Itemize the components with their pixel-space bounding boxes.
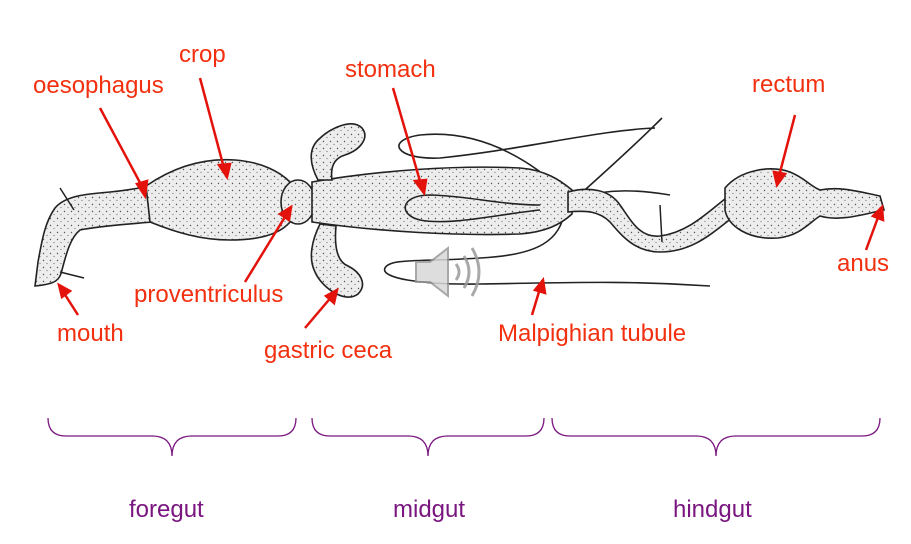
speaker-icon <box>415 245 481 299</box>
proventriculus-label: proventriculus <box>134 281 284 308</box>
midgut-brace <box>311 417 545 457</box>
body-spines <box>59 187 663 279</box>
crop-label: crop <box>179 41 226 68</box>
hindgut-label: hindgut <box>673 496 752 523</box>
foregut-brace <box>47 417 297 457</box>
malpighian-tubule-label: Malpighian tubule <box>498 320 687 347</box>
stomach-inner-loop <box>404 194 541 223</box>
anus-label: anus <box>837 250 890 277</box>
rectum-label: rectum <box>752 71 826 98</box>
gastric-ceca-label: gastric ceca <box>264 337 393 364</box>
hindgut-brace <box>551 417 881 457</box>
region-braces <box>47 417 881 457</box>
mouth-label: mouth <box>57 320 124 347</box>
foregut-label: foregut <box>129 496 204 523</box>
audio-play-button[interactable] <box>410 240 484 304</box>
label-arrows <box>57 77 885 329</box>
gut-body <box>34 123 886 298</box>
midgut-label: midgut <box>393 496 466 523</box>
stomach-label: stomach <box>345 56 436 83</box>
oesophagus-label: oesophagus <box>33 72 164 99</box>
